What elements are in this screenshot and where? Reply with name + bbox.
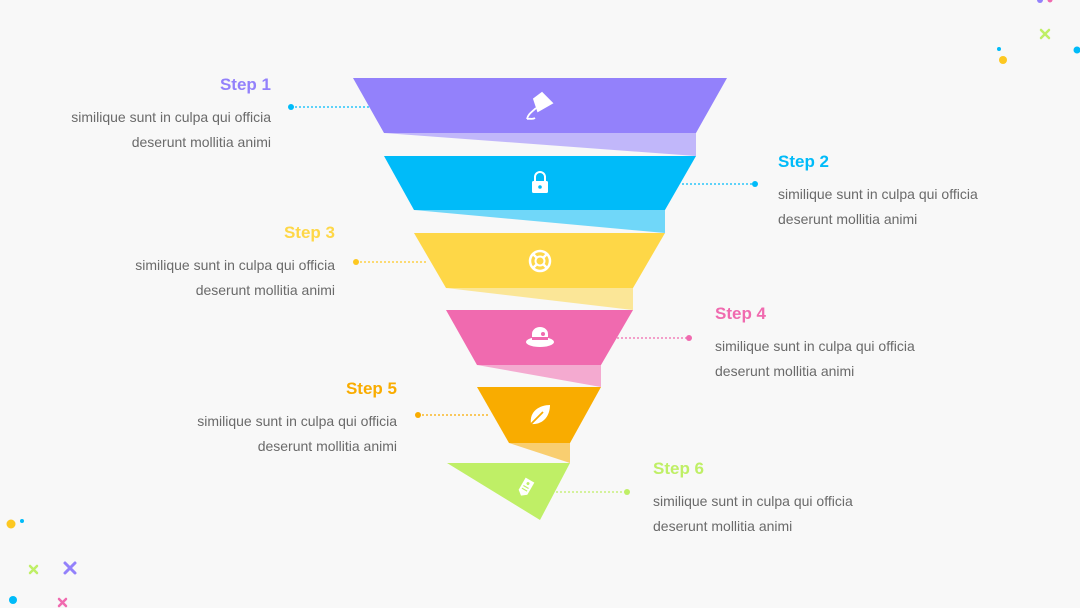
step-4-title: Step 4 [715,304,767,323]
step-5-title: Step 5 [345,379,397,398]
step-5-line-2: deserunt mollitia animi [257,438,397,454]
step-1-description: similique sunt in culpa qui officia dese… [71,105,271,155]
step-6-title: Step 6 [653,459,705,478]
kite-icon [526,91,554,120]
step-5-description: similique sunt in culpa qui officia dese… [197,409,397,459]
funnel-segment-3 [414,233,665,288]
step-2-line-1: similique sunt in culpa qui officia [778,186,978,202]
leaf-icon [529,405,550,426]
step-1-line-1: similique sunt in culpa qui officia [71,109,271,125]
connector-1 [288,104,370,110]
step-3-line-1: similique sunt in culpa qui officia [135,257,335,273]
step-3-line-2: deserunt mollitia animi [195,282,335,298]
step-3-description: similique sunt in culpa qui officia dese… [135,253,335,303]
connector-4 [617,335,692,341]
connector-3 [353,259,428,265]
step-2-title: Step 2 [778,152,830,171]
step-4-description: similique sunt in culpa qui officia dese… [715,334,915,384]
ribbon-3 [446,288,633,310]
ribbon-2 [414,210,665,233]
step-5-line-1: similique sunt in culpa qui officia [197,413,397,429]
connector-6 [556,489,630,495]
tag-icon [518,477,535,496]
step-2-line-2: deserunt mollitia animi [778,211,918,227]
step-4-line-1: similique sunt in culpa qui officia [715,338,915,354]
lock-icon [532,171,548,193]
ribbon-4 [477,365,601,387]
ribbon-5 [509,443,570,463]
confetti-decoration [6,0,1080,608]
step-6-line-2: deserunt mollitia animi [653,518,793,534]
hat-icon [526,327,554,347]
step-1-line-2: deserunt mollitia animi [131,134,271,150]
connector-2 [682,181,758,187]
step-6-description: similique sunt in culpa qui officia dese… [653,489,853,539]
connector-5 [415,412,490,418]
step-1-title: Step 1 [219,75,271,94]
step-2-description: similique sunt in culpa qui officia dese… [778,182,978,232]
step-4-line-2: deserunt mollitia animi [715,363,855,379]
step-6-line-1: similique sunt in culpa qui officia [653,493,853,509]
ribbon-1 [384,133,696,156]
step-3-title: Step 3 [283,223,335,242]
lifebuoy-icon [528,249,552,273]
funnel-segment-6 [447,463,570,520]
